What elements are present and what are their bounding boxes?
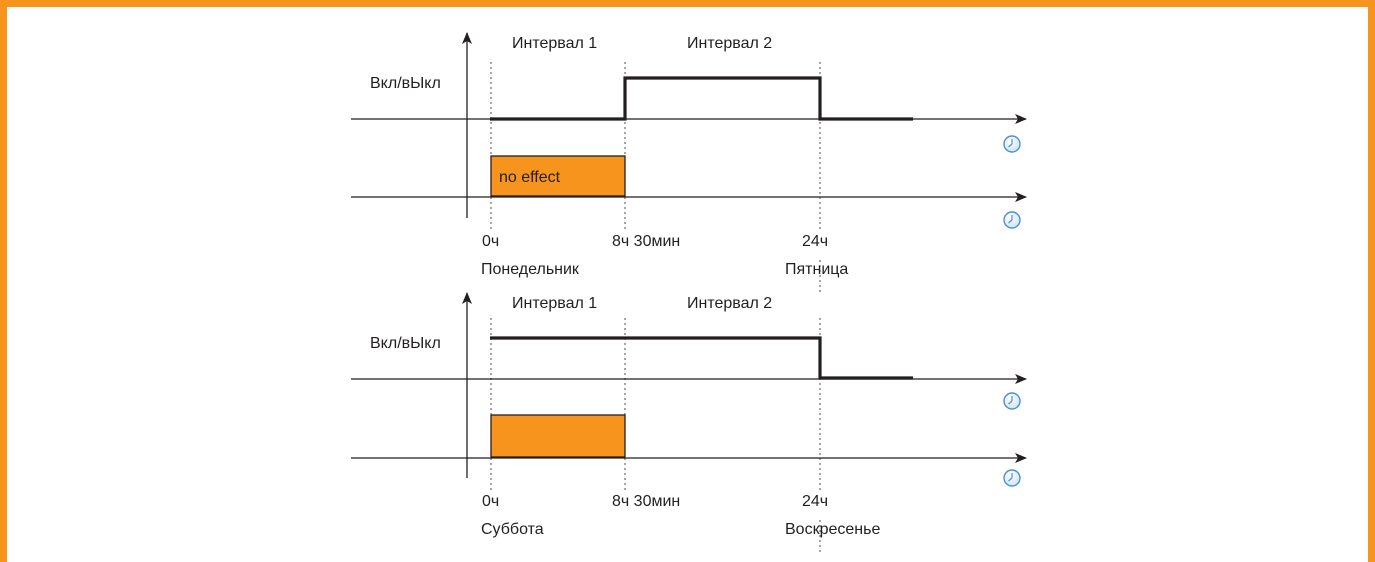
interval-2-label: Интервал 2 bbox=[687, 35, 772, 52]
interval-1-label: Интервал 1 bbox=[512, 295, 597, 312]
time-label-8h30: 8ч 30мин bbox=[612, 493, 680, 510]
day-start-label: Понедельник bbox=[481, 261, 580, 278]
clock-icon bbox=[1003, 469, 1021, 487]
interval-2-label: Интервал 2 bbox=[687, 295, 772, 312]
onoff-label: Вкл/вЫкл bbox=[370, 335, 441, 352]
day-end-label: Воскресенье bbox=[785, 521, 880, 538]
onoff-signal bbox=[490, 336, 913, 380]
clock-icon bbox=[1003, 211, 1021, 229]
onoff-signal bbox=[490, 76, 913, 121]
time-label-24h: 24ч bbox=[802, 233, 828, 250]
interval-box bbox=[490, 414, 626, 458]
onoff-label: Вкл/вЫкл bbox=[370, 75, 441, 92]
diagram-weekend: Интервал 1 Интервал 2 Вкл/вЫкл 0ч 8ч 30м… bbox=[351, 292, 1027, 555]
no-effect-box bbox=[490, 155, 626, 197]
clock-icon bbox=[1003, 392, 1021, 410]
time-label-0h: 0ч bbox=[482, 233, 499, 250]
time-label-8h30: 8ч 30мин bbox=[612, 233, 680, 250]
no-effect-label: no effect bbox=[499, 169, 561, 186]
day-end-label: Пятница bbox=[785, 261, 848, 278]
time-label-0h: 0ч bbox=[482, 493, 499, 510]
clock-icon bbox=[1003, 135, 1021, 153]
interval-1-label: Интервал 1 bbox=[512, 35, 597, 52]
diagram-weekday: no effect Интервал 1 Интервал 2 Вкл/вЫкл… bbox=[351, 32, 1027, 292]
day-start-label: Суббота bbox=[481, 521, 544, 538]
time-label-24h: 24ч bbox=[802, 493, 828, 510]
